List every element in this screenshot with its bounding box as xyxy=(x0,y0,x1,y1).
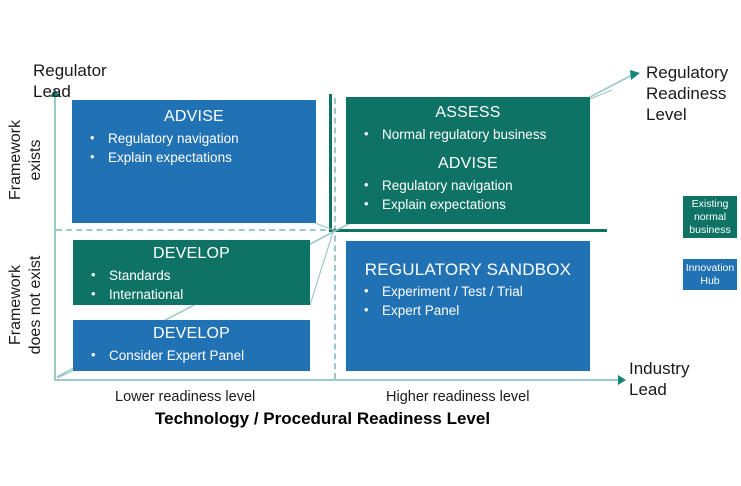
quadrant-bottom-left-lower-title: DEVELOP xyxy=(153,325,230,342)
list-item: Explain expectations xyxy=(82,147,306,167)
quadrant-bottom-left-upper-title: DEVELOP xyxy=(153,245,230,262)
depth-line-develop xyxy=(309,231,334,306)
x-tick-lower-readiness: Lower readiness level xyxy=(115,389,256,405)
y-axis-line xyxy=(54,96,56,381)
quadrant-top-right-title-advise: ADVISE xyxy=(438,155,498,172)
list-item: Consider Expert Panel xyxy=(83,345,300,365)
quadrant-top-right-bullets-assess: Normal regulatory business xyxy=(356,124,580,144)
list-item: Expert Panel xyxy=(356,300,580,320)
quadrant-top-left-title: ADVISE xyxy=(164,108,224,125)
list-item: Explain expectations xyxy=(356,194,580,214)
readiness-diagonal-arrowhead xyxy=(630,70,640,80)
depth-line-assess xyxy=(589,89,613,100)
y-axis-arrowhead xyxy=(50,89,60,97)
x-axis-title: Technology / Procedural Readiness Level xyxy=(155,409,491,428)
list-item: International xyxy=(83,284,300,304)
quadrant-bottom-left-develop-standards: DEVELOP Standards International xyxy=(73,240,310,305)
quadrant-top-left-advise: ADVISE Regulatory navigation Explain exp… xyxy=(72,100,316,223)
y-band-label-framework-exists: Framework exists xyxy=(7,120,44,201)
x-axis-arrowhead xyxy=(618,375,626,385)
quadrant-bottom-right-title: REGULATORY SANDBOX xyxy=(364,260,572,279)
list-item: Normal regulatory business xyxy=(356,124,580,144)
legend-existing-normal-business: Existing normal business xyxy=(683,196,737,238)
list-item: Regulatory navigation xyxy=(356,175,580,195)
depth-line-sandbox xyxy=(56,370,74,379)
x-axis-right-label: Industry Lead xyxy=(629,359,690,399)
list-item: Experiment / Test / Trial xyxy=(356,281,580,301)
diagonal-axis-label: Regulatory Readiness Level xyxy=(646,63,729,124)
quadrant-bottom-right-regulatory-sandbox: REGULATORY SANDBOX Experiment / Test / T… xyxy=(346,241,590,371)
quadrant-divider-vertical xyxy=(334,98,337,379)
quadrant-top-right-title-assess: ASSESS xyxy=(435,104,501,121)
quadrant-divider-horizontal xyxy=(56,229,336,231)
existing-business-frame-horizontal xyxy=(329,229,607,232)
x-tick-higher-readiness: Higher readiness level xyxy=(386,389,530,405)
x-axis-line xyxy=(54,379,619,381)
list-item: Standards xyxy=(83,265,300,285)
quadrant-top-right-bullets-advise: Regulatory navigation Explain expectatio… xyxy=(356,175,580,214)
quadrant-bottom-right-bullets: Experiment / Test / Trial Expert Panel xyxy=(356,281,580,320)
existing-business-frame-vertical xyxy=(329,94,332,232)
legend-innovation-hub: Innovation Hub xyxy=(683,259,737,290)
quadrant-bottom-left-develop-expert-panel: DEVELOP Consider Expert Panel xyxy=(73,320,310,371)
quadrant-top-left-bullets: Regulatory navigation Explain expectatio… xyxy=(82,128,306,167)
y-band-label-framework-does-not-exist: Framework does not exist xyxy=(7,255,44,355)
y-axis-top-label: Regulator Lead xyxy=(33,61,107,101)
quadrant-top-right-assess-advise: ASSESS Normal regulatory business ADVISE… xyxy=(346,97,590,224)
quadrant-bottom-left-upper-bullets: Standards International xyxy=(83,265,300,304)
list-item: Regulatory navigation xyxy=(82,128,306,148)
quadrant-bottom-left-lower-bullets: Consider Expert Panel xyxy=(83,345,300,365)
